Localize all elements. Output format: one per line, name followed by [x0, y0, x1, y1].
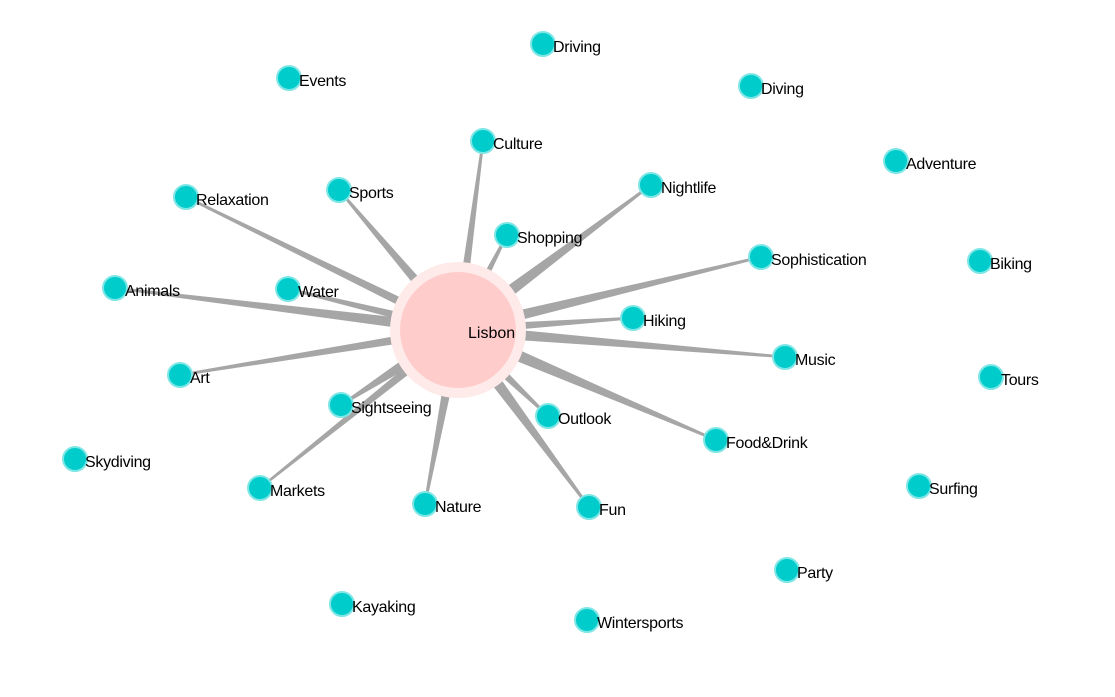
node-label-music: Music — [795, 352, 836, 369]
edge-sophistication — [456, 255, 762, 336]
node-circle-relaxation[interactable] — [173, 184, 199, 210]
node-fooddrink[interactable]: Food&Drink — [703, 427, 809, 453]
node-label-nature: Nature — [435, 499, 482, 516]
node-circle-art[interactable] — [167, 362, 193, 388]
node-circle-sightseeing[interactable] — [328, 392, 354, 418]
node-markets[interactable]: Markets — [247, 475, 325, 501]
node-circle-surfing[interactable] — [906, 473, 932, 499]
node-circle-outlook[interactable] — [535, 403, 561, 429]
node-fun[interactable]: Fun — [576, 494, 626, 520]
node-circle-sports[interactable] — [326, 177, 352, 203]
node-nature[interactable]: Nature — [412, 491, 482, 517]
node-outlook[interactable]: Outlook — [535, 403, 613, 429]
node-label-animals: Animals — [125, 283, 180, 300]
node-music[interactable]: Music — [772, 344, 836, 370]
node-circle-wintersports[interactable] — [574, 607, 600, 633]
node-label-party: Party — [797, 565, 833, 582]
node-circle-music[interactable] — [772, 344, 798, 370]
node-circle-sophistication[interactable] — [748, 244, 774, 270]
edge-animals — [114, 286, 459, 336]
node-label-sightseeing: Sightseeing — [351, 400, 431, 417]
node-shopping[interactable]: Shopping — [494, 222, 583, 248]
node-biking[interactable]: Biking — [967, 248, 1032, 274]
node-label-tours: Tours — [1001, 372, 1039, 389]
center-node-label: Lisbon — [468, 325, 515, 342]
node-relaxation[interactable]: Relaxation — [173, 184, 269, 210]
node-label-shopping: Shopping — [517, 230, 582, 247]
node-label-surfing: Surfing — [929, 481, 978, 498]
node-label-wintersports: Wintersports — [597, 615, 683, 632]
node-water[interactable]: Water — [275, 276, 340, 302]
node-party[interactable]: Party — [774, 557, 833, 583]
node-hiking[interactable]: Hiking — [620, 305, 686, 331]
node-label-fooddrink: Food&Drink — [726, 435, 809, 452]
node-circle-nature[interactable] — [412, 491, 438, 517]
node-label-water: Water — [298, 284, 340, 301]
node-label-markets: Markets — [270, 483, 325, 500]
node-adventure[interactable]: Adventure — [883, 148, 977, 174]
node-circle-party[interactable] — [774, 557, 800, 583]
node-label-adventure: Adventure — [906, 156, 977, 173]
node-circle-fooddrink[interactable] — [703, 427, 729, 453]
node-circle-adventure[interactable] — [883, 148, 909, 174]
node-circle-events[interactable] — [276, 65, 302, 91]
node-label-nightlife: Nightlife — [661, 180, 717, 197]
node-label-relaxation: Relaxation — [196, 192, 269, 209]
node-circle-kayaking[interactable] — [329, 591, 355, 617]
node-circle-hiking[interactable] — [620, 305, 646, 331]
node-culture[interactable]: Culture — [470, 128, 543, 154]
node-circle-markets[interactable] — [247, 475, 273, 501]
node-circle-shopping[interactable] — [494, 222, 520, 248]
node-label-kayaking: Kayaking — [352, 599, 415, 616]
node-circle-culture[interactable] — [470, 128, 496, 154]
node-label-fun: Fun — [599, 502, 626, 519]
node-label-sports: Sports — [349, 185, 394, 202]
node-label-hiking: Hiking — [643, 313, 686, 330]
node-tours[interactable]: Tours — [978, 364, 1039, 390]
node-sophistication[interactable]: Sophistication — [748, 244, 867, 270]
node-diving[interactable]: Diving — [738, 73, 804, 99]
node-circle-tours[interactable] — [978, 364, 1004, 390]
node-label-skydiving: Skydiving — [85, 454, 151, 471]
node-circle-diving[interactable] — [738, 73, 764, 99]
node-art[interactable]: Art — [167, 362, 211, 388]
node-circle-water[interactable] — [275, 276, 301, 302]
node-kayaking[interactable]: Kayaking — [329, 591, 416, 617]
node-circle-skydiving[interactable] — [62, 446, 88, 472]
node-label-art: Art — [190, 370, 210, 387]
edge-music — [457, 324, 786, 359]
node-circle-nightlife[interactable] — [638, 172, 664, 198]
center-node-circle[interactable] — [400, 272, 516, 388]
node-nightlife[interactable]: Nightlife — [638, 172, 717, 198]
node-label-culture: Culture — [493, 136, 543, 153]
node-circle-driving[interactable] — [530, 31, 556, 57]
node-animals[interactable]: Animals — [102, 275, 180, 301]
node-surfing[interactable]: Surfing — [906, 473, 978, 499]
node-label-diving: Diving — [761, 81, 804, 98]
node-skydiving[interactable]: Skydiving — [62, 446, 151, 472]
edge-art — [179, 325, 459, 377]
node-label-biking: Biking — [990, 256, 1032, 273]
node-sightseeing[interactable]: Sightseeing — [328, 392, 432, 418]
node-circle-animals[interactable] — [102, 275, 128, 301]
node-wintersports[interactable]: Wintersports — [574, 607, 684, 633]
node-label-driving: Driving — [553, 39, 601, 56]
edge-relaxation — [185, 195, 461, 335]
node-events[interactable]: Events — [276, 65, 347, 91]
node-driving[interactable]: Driving — [530, 31, 601, 57]
node-label-outlook: Outlook — [558, 411, 612, 428]
node-label-events: Events — [299, 73, 346, 90]
center-node[interactable]: Lisbon — [390, 262, 526, 398]
node-sports[interactable]: Sports — [326, 177, 394, 203]
node-label-sophistication: Sophistication — [771, 252, 866, 269]
node-circle-fun[interactable] — [576, 494, 602, 520]
node-circle-biking[interactable] — [967, 248, 993, 274]
